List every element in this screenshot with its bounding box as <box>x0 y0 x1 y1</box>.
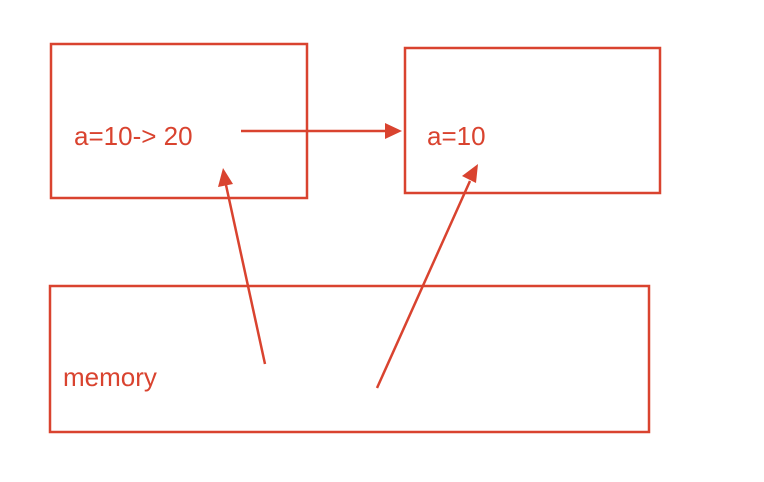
left-box-label: a=10-> 20 <box>74 121 193 151</box>
arrow-left-to-right <box>241 123 402 139</box>
left-box <box>49 42 309 200</box>
right-box-label: a=10 <box>427 121 486 151</box>
right-box <box>403 46 662 195</box>
memory-box-label: memory <box>63 362 157 392</box>
arrow-memory-to-left <box>218 168 267 365</box>
memory-box <box>48 284 651 434</box>
arrow-memory-to-right <box>375 164 478 389</box>
